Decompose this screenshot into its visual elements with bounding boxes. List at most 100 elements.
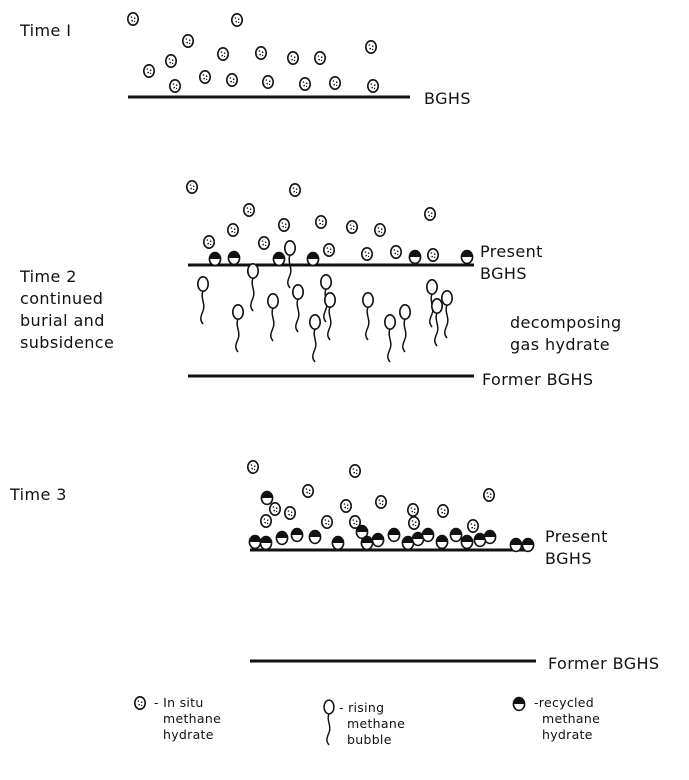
recycled-hydrate-icon: [509, 537, 523, 553]
legend-recycled-line-1: -recycled: [534, 695, 595, 710]
legend-rising-line-1: - rising: [339, 700, 385, 715]
in-situ-hydrate-icon: [364, 39, 378, 55]
in-situ-hydrate-icon: [169, 79, 181, 93]
time3-former-bghs-label: Former BGHS: [548, 654, 660, 673]
recycled-hydrate-icon: [421, 527, 435, 543]
in-situ-hydrate-icon: [320, 514, 334, 530]
time1-bghs-label: BGHS: [424, 89, 471, 108]
in-situ-hydrate-icon: [127, 12, 139, 27]
in-situ-hydrate-icon: [366, 79, 380, 93]
in-situ-hydrate-icon: [423, 207, 437, 221]
time3-present-label-line-1: Present: [545, 527, 608, 546]
rising-bubble-icon: [383, 313, 397, 363]
rising-bubble-icon: [398, 303, 412, 353]
in-situ-hydrate-icon: [373, 223, 387, 237]
recycled-hydrate-icon: [308, 529, 322, 545]
recycled-hydrate-icon: [260, 490, 274, 506]
rising-bubble-icon: [266, 292, 280, 342]
time2-label-line-4: subsidence: [20, 333, 115, 352]
recycled-hydrate-icon: [387, 527, 401, 543]
in-situ-hydrate-icon: [182, 33, 194, 49]
in-situ-hydrate-icon: [482, 487, 496, 503]
decomposing-label-line-2: gas hydrate: [510, 335, 611, 354]
time2-label-line-1: Time 2: [20, 267, 77, 286]
decomposing-label-line-1: decomposing: [510, 313, 622, 332]
recycled-hydrate-icon: [306, 251, 320, 267]
legend-rising-line-3: bubble: [347, 732, 392, 747]
legend-recycled-icon: [512, 696, 526, 712]
time2-present-label-line-2: BGHS: [480, 264, 527, 283]
in-situ-hydrate-icon: [226, 73, 238, 87]
in-situ-hydrate-icon: [466, 518, 480, 534]
rising-bubble-icon: [323, 291, 337, 341]
in-situ-hydrate-icon: [247, 459, 260, 475]
in-situ-hydrate-icon: [143, 64, 155, 78]
time2-former-bghs-label: Former BGHS: [482, 370, 594, 389]
in-situ-hydrate-icon: [199, 70, 211, 84]
in-situ-hydrate-icon: [360, 247, 374, 262]
recycled-hydrate-icon: [449, 527, 463, 543]
in-situ-hydrate-icon: [389, 245, 403, 260]
legend-recycled-line-2: methane: [542, 711, 601, 726]
in-situ-hydrate-icon: [313, 50, 327, 65]
legend-recycled-line-3: hydrate: [542, 727, 593, 742]
legend-rising-bubble-icon: [323, 699, 335, 746]
in-situ-hydrate-icon: [227, 223, 239, 237]
in-situ-hydrate-icon: [374, 494, 388, 510]
in-situ-hydrate-icon: [268, 501, 282, 517]
in-situ-hydrate-icon: [203, 235, 215, 249]
in-situ-hydrate-icon: [298, 77, 312, 91]
recycled-hydrate-icon: [275, 530, 289, 546]
in-situ-hydrate-icon: [277, 218, 291, 232]
rising-bubble-icon: [232, 303, 244, 353]
recycled-hydrate-icon: [259, 535, 273, 551]
in-situ-hydrate-icon: [165, 53, 177, 68]
in-situ-hydrate-icon: [345, 220, 359, 234]
recycled-hydrate-icon: [331, 535, 345, 551]
in-situ-hydrate-icon: [217, 46, 229, 62]
in-situ-hydrate-icon: [261, 75, 275, 89]
recycled-hydrate-icon: [248, 534, 262, 550]
in-situ-hydrate-icon: [436, 503, 450, 519]
recycled-hydrate-icon: [460, 534, 474, 550]
time1-label: Time I: [20, 21, 72, 40]
recycled-hydrate-icon: [208, 251, 222, 267]
rising-bubble-icon: [440, 289, 454, 339]
recycled-hydrate-icon: [371, 532, 385, 548]
rising-bubble-icon: [308, 313, 322, 363]
in-situ-hydrate-icon: [286, 50, 300, 65]
recycled-hydrate-icon: [483, 529, 497, 545]
recycled-hydrate-icon: [460, 249, 474, 265]
recycled-hydrate-icon: [272, 251, 286, 267]
recycled-hydrate-icon: [360, 535, 374, 551]
recycled-hydrate-icon: [227, 250, 241, 266]
rising-bubble-icon: [247, 262, 260, 312]
legend-rising-line-2: methane: [347, 716, 406, 731]
in-situ-hydrate-icon: [288, 183, 302, 197]
legend-in-situ-line-3: hydrate: [163, 727, 214, 742]
in-situ-hydrate-icon: [257, 236, 271, 250]
in-situ-hydrate-icon: [328, 76, 342, 90]
in-situ-hydrate-icon: [243, 203, 255, 217]
rising-bubble-icon: [291, 283, 305, 333]
in-situ-hydrate-icon: [322, 243, 336, 258]
time3-label: Time 3: [10, 485, 67, 504]
recycled-hydrate-icon: [408, 249, 422, 265]
time2-present-label-line-1: Present: [480, 242, 543, 261]
in-situ-hydrate-icon: [255, 45, 268, 61]
in-situ-hydrate-icon: [186, 180, 198, 194]
legend-in-situ-line-1: - In situ: [154, 695, 204, 710]
in-situ-hydrate-icon: [283, 505, 297, 521]
in-situ-hydrate-icon: [339, 498, 353, 514]
in-situ-hydrate-icon: [314, 215, 328, 229]
rising-bubble-icon: [361, 291, 375, 341]
recycled-hydrate-icon: [290, 527, 304, 543]
in-situ-hydrate-icon: [406, 502, 420, 518]
recycled-hydrate-icon: [435, 534, 449, 550]
legend-in-situ-line-2: methane: [163, 711, 222, 726]
in-situ-hydrate-icon: [231, 13, 243, 28]
in-situ-hydrate-icon: [407, 515, 421, 531]
recycled-hydrate-icon: [521, 537, 535, 553]
